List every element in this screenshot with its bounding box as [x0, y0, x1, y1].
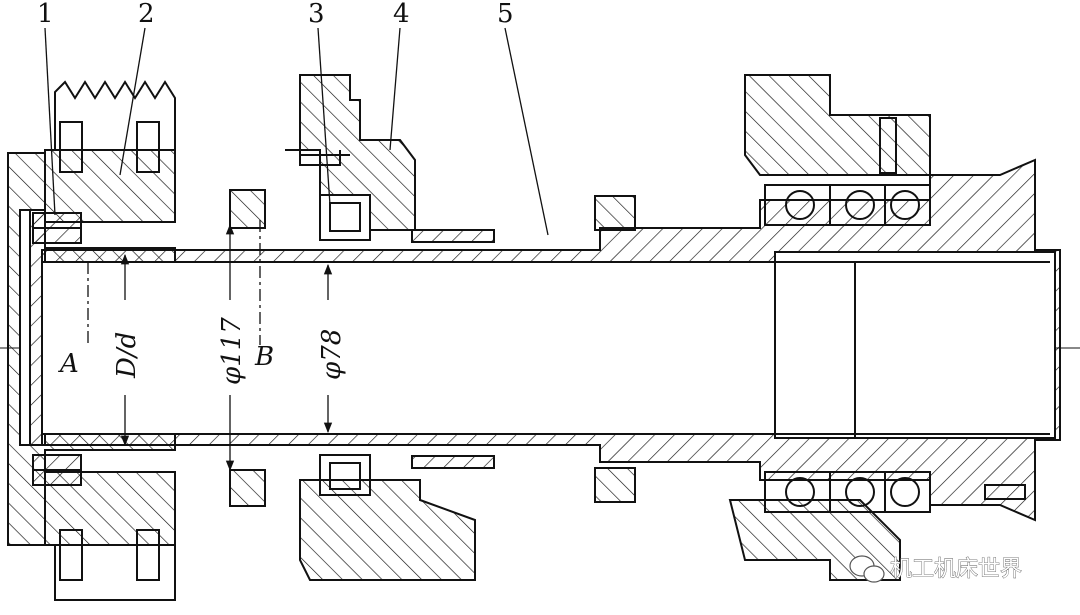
- watermark-text: 机工机床世界: [890, 557, 1022, 582]
- section-label-a: A: [58, 349, 79, 379]
- part-label-4: 4: [393, 0, 410, 29]
- dimension-bore-ratio: D/d: [112, 332, 142, 379]
- dimension-diameter-78: φ78: [317, 329, 347, 380]
- dimension-diameter-117: φ117: [217, 317, 247, 385]
- lock-nut: [32, 212, 82, 486]
- part-label-3: 3: [308, 0, 325, 29]
- leader-lines: [44, 27, 549, 236]
- spacer-ring: [229, 189, 636, 507]
- watermark: 机工机床世界: [849, 555, 1022, 583]
- wechat-icon: [849, 555, 885, 583]
- spindle-shaft: [41, 158, 1061, 522]
- section-label-b: B: [254, 342, 274, 372]
- part-label-5: 5: [497, 0, 514, 29]
- dimension-lines: [87, 220, 333, 472]
- part-label-1: 1: [37, 0, 54, 29]
- part-label-2: 2: [138, 0, 155, 29]
